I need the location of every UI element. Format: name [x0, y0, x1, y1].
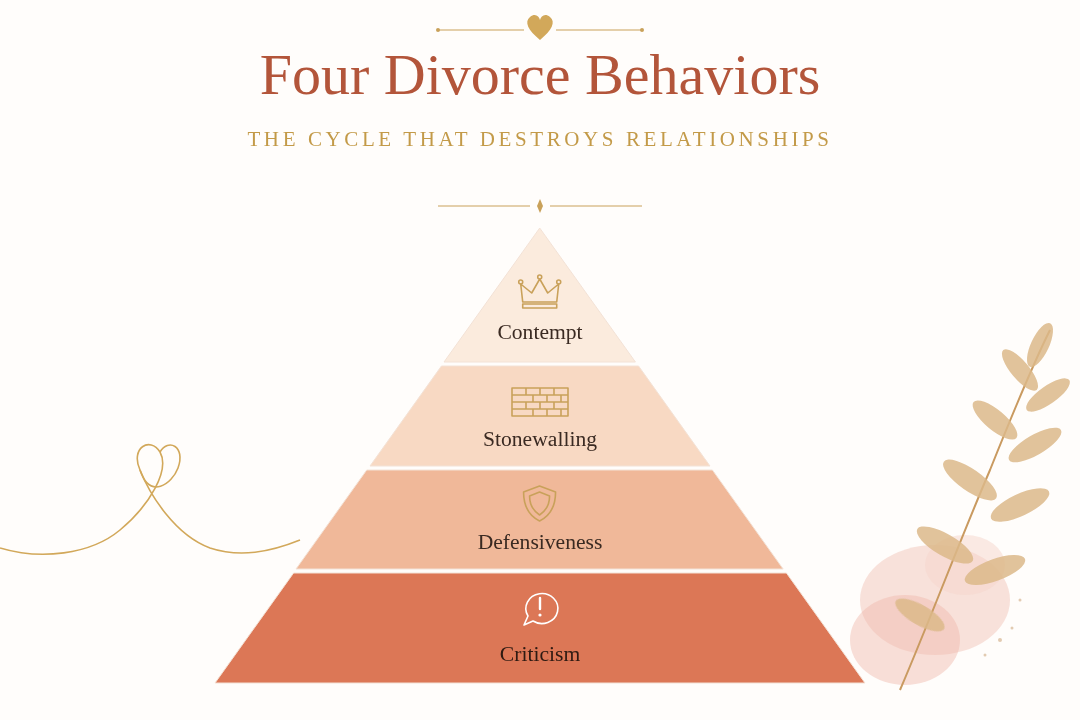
divider-line [550, 206, 642, 207]
heart-swirl [0, 445, 300, 555]
band-fill [444, 228, 635, 362]
bubble-icon [524, 594, 558, 625]
band-shape [215, 573, 865, 683]
ornament-dot [436, 28, 440, 32]
band-label: Contempt [444, 321, 635, 345]
band-label: Criticism [215, 643, 865, 667]
band-fill [296, 470, 783, 569]
band-fill [370, 366, 710, 466]
divider-diamond [537, 199, 543, 213]
ornament-dot [640, 28, 644, 32]
crown-icon [519, 275, 561, 308]
band-shape [296, 470, 783, 569]
ornament-line [438, 29, 524, 30]
shield-icon [524, 486, 556, 521]
title: Four Divorce Behaviors [0, 42, 1080, 109]
heart-swirl [140, 445, 180, 487]
pyramid-band: Stonewalling [370, 366, 710, 466]
heart-icon [527, 15, 553, 40]
pyramid-band: Defensiveness [296, 470, 783, 569]
leaf-illustration [850, 319, 1074, 690]
divider-line [438, 206, 530, 207]
wall-icon [512, 388, 568, 416]
pyramid-band: Contempt [444, 228, 635, 362]
band-fill [215, 573, 865, 683]
subtitle: THE CYCLE THAT DESTROYS RELATIONSHIPS [0, 127, 1080, 152]
ornament-line [556, 29, 642, 30]
pyramid-band: Criticism [215, 573, 865, 683]
band-label: Stonewalling [370, 428, 710, 452]
band-label: Defensiveness [296, 531, 783, 555]
